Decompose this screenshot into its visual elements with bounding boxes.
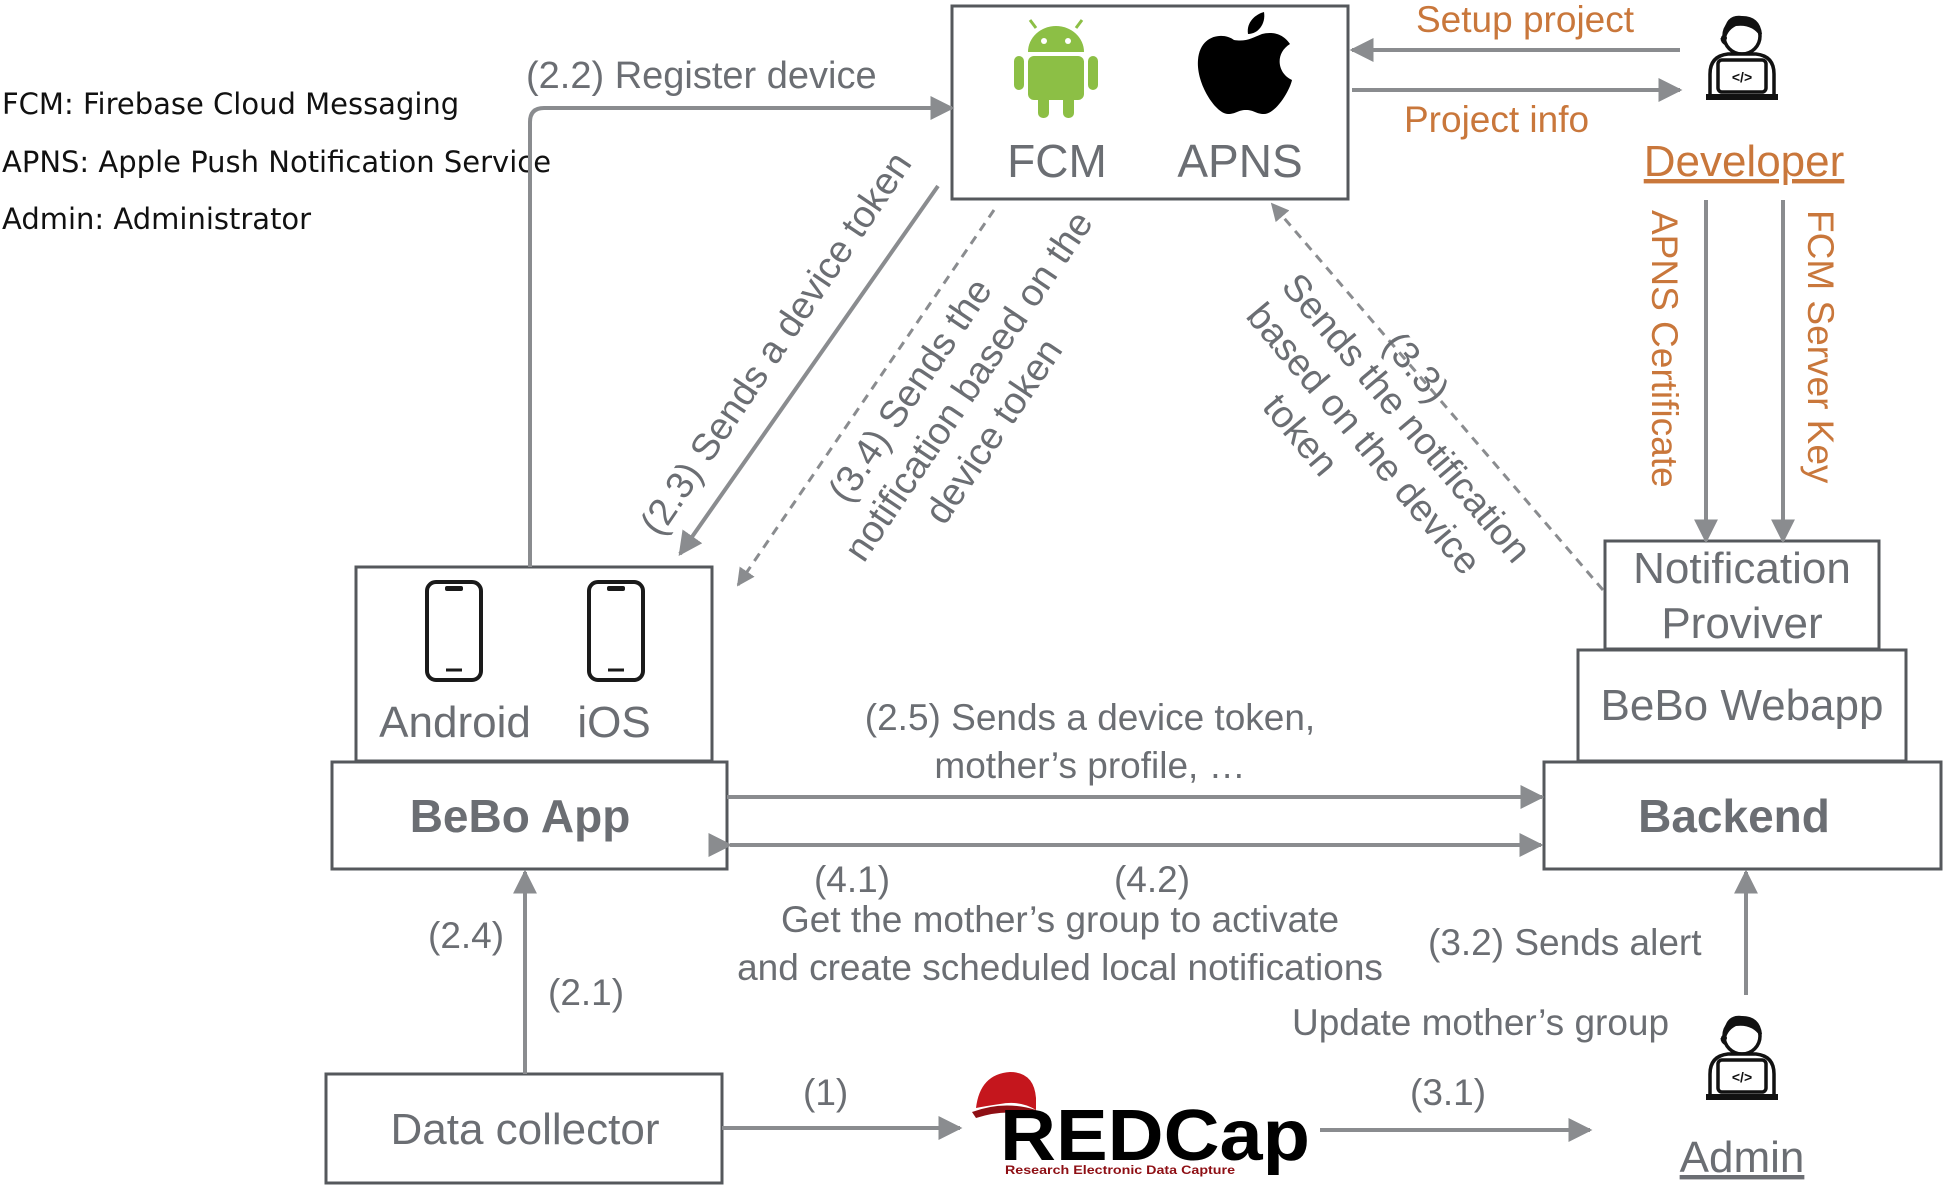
label-2-5-line2: mother’s profile, … bbox=[934, 745, 1245, 786]
ios-phone-icon bbox=[587, 580, 645, 682]
legend-admin: Admin: Administrator bbox=[2, 202, 311, 236]
legend-fcm: FCM: Firebase Cloud Messaging bbox=[2, 87, 459, 121]
legend-apns: APNS: Apple Push Notification Service bbox=[2, 145, 551, 179]
arrow-register-device bbox=[528, 96, 955, 567]
redcap-logo: REDCap Research Electronic Data Capture bbox=[972, 1072, 1310, 1177]
admin-person-icon bbox=[1704, 1014, 1780, 1102]
label-3-3: (3.3) Sends the notification based on th… bbox=[1238, 266, 1539, 583]
label-2-5-line1: (2.5) Sends a device token, bbox=[865, 697, 1315, 738]
redcap-tagline: Research Electronic Data Capture bbox=[1005, 1163, 1235, 1177]
admin-label: Admin bbox=[1680, 1133, 1805, 1182]
backend-title: Backend bbox=[1638, 790, 1830, 842]
bebo-webapp-box bbox=[1576, 648, 1908, 763]
developer-person-icon bbox=[1704, 14, 1780, 102]
notification-provider-line1: Notification bbox=[1633, 544, 1851, 593]
android-label: Android bbox=[379, 698, 531, 747]
ios-label: iOS bbox=[577, 698, 650, 747]
arrow-fcm-to-app-notification bbox=[736, 209, 996, 587]
label-4-line2: and create scheduled local notifications bbox=[737, 947, 1383, 988]
label-2-4: (2.4) bbox=[428, 915, 504, 956]
label-3-2: (3.2) Sends alert bbox=[1428, 922, 1702, 963]
bebo-webapp-label: BeBo Webapp bbox=[1601, 681, 1884, 730]
apple-icon bbox=[1197, 12, 1292, 114]
label-4-line1: Get the mother’s group to activate bbox=[781, 899, 1339, 940]
label-4-1: (4.1) bbox=[814, 859, 890, 900]
label-project-info: Project info bbox=[1404, 99, 1589, 140]
label-sends-device-token: (2.3) Sends a device token bbox=[633, 145, 921, 543]
devices-box bbox=[354, 565, 714, 763]
android-icon bbox=[1014, 19, 1098, 118]
redcap-wordmark: REDCap bbox=[1000, 1096, 1310, 1176]
arrow-sends-device-token bbox=[678, 184, 940, 556]
notification-provider-line2: Proviver bbox=[1661, 599, 1822, 648]
developer-label: Developer bbox=[1644, 137, 1845, 186]
notification-provider-box bbox=[1603, 539, 1881, 651]
data-collector-label: Data collector bbox=[390, 1105, 659, 1154]
label-register-device: (2.2) Register device bbox=[526, 55, 877, 97]
label-2-1: (2.1) bbox=[548, 972, 624, 1013]
bebo-app-box bbox=[330, 760, 729, 871]
label-setup-project: Setup project bbox=[1416, 0, 1635, 40]
backend-box bbox=[1542, 760, 1943, 871]
arrow-provider-to-push-services bbox=[1270, 202, 1605, 591]
label-3-1: (3.1) bbox=[1410, 1072, 1486, 1113]
label-update-group: Update mother’s group bbox=[1292, 1002, 1669, 1043]
bebo-app-title: BeBo App bbox=[410, 790, 631, 842]
label-3-4-line2: notification based on the bbox=[836, 204, 1101, 569]
label-apns-certificate: APNS Certificate bbox=[1644, 210, 1685, 488]
fcm-label: FCM bbox=[1007, 135, 1107, 187]
label-1: (1) bbox=[803, 1072, 848, 1113]
apns-label: APNS bbox=[1177, 135, 1302, 187]
label-fcm-server-key: FCM Server Key bbox=[1800, 210, 1841, 484]
label-4-2: (4.2) bbox=[1114, 859, 1190, 900]
android-phone-icon bbox=[425, 580, 483, 682]
